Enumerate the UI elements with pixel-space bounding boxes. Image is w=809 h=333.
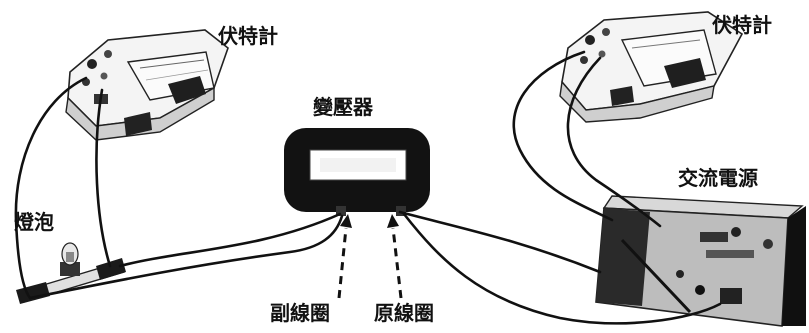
arrow-secondary-coil (337, 214, 352, 299)
ac-source-label: 交流電源 (678, 166, 758, 190)
voltmeter-right-label: 伏特計 (712, 13, 772, 37)
wire-voltmeter-right-a (512, 50, 614, 222)
wire-voltmeter-left-b (95, 88, 112, 268)
voltmeter-left (65, 29, 229, 141)
arrow-primary-coil (387, 214, 403, 299)
wire-bulb-loop (28, 214, 344, 300)
wire-voltmeter-right-b (566, 56, 662, 228)
wires (14, 50, 722, 325)
wire-bulb-to-secondary (118, 212, 342, 268)
voltmeter-right (559, 11, 744, 123)
bulb-label: 燈泡 (14, 210, 54, 234)
voltmeter-left-label: 伏特計 (218, 24, 278, 48)
wire-primary-to-source-b (402, 212, 722, 325)
primary-coil-label: 原線圈 (374, 301, 434, 325)
transformer (284, 128, 430, 216)
transformer-label: 變壓器 (313, 95, 373, 119)
wire-primary-to-source-a (398, 210, 602, 274)
ac-power-source (595, 195, 806, 327)
wire-voltmeter-left-a (14, 76, 88, 300)
secondary-coil-label: 副線圈 (270, 301, 330, 325)
bulb-assembly (16, 242, 126, 304)
